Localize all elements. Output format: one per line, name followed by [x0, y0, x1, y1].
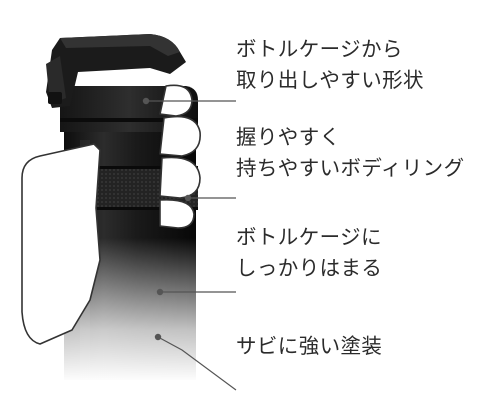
callout-cage-fit: ボトルケージに しっかりはまる [236, 222, 382, 284]
callout-body-ring: 握りやすく 持ちやすいボディリング [236, 122, 464, 184]
callout-line: しっかりはまる [236, 256, 383, 280]
leader-lines [142, 97, 237, 391]
callout-line: サビに強い塗装 [236, 334, 383, 358]
callout-line: ボトルケージから [236, 37, 403, 61]
callout-line: ボトルケージに [236, 225, 382, 249]
callout-removal-shape: ボトルケージから 取り出しやすい形状 [236, 34, 424, 96]
callout-line: 握りやすく [236, 125, 341, 149]
hand-outline [21, 84, 201, 345]
callout-line: 取り出しやすい形状 [236, 68, 424, 92]
flip-lid [46, 34, 186, 108]
callout-line: 持ちやすいボディリング [236, 156, 465, 180]
callout-rust-resistant-coating: サビに強い塗装 [236, 331, 382, 362]
